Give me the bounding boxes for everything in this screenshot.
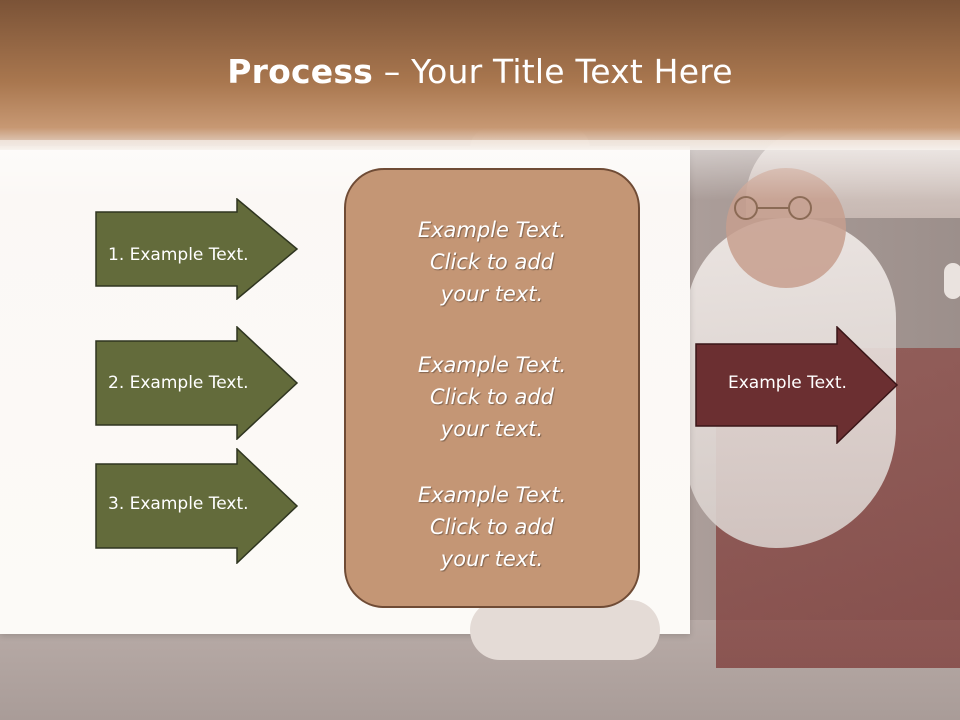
arrow-right-icon	[95, 448, 299, 564]
arrow-right-icon	[95, 326, 299, 440]
title-rest-part: – Your Title Text Here	[373, 52, 733, 91]
title-banner	[0, 0, 960, 150]
step-arrow-2[interactable]: 2. Example Text.	[95, 326, 299, 440]
text-line: your text.	[440, 547, 544, 571]
step-arrow-3[interactable]: 3. Example Text.	[95, 448, 299, 564]
result-arrow[interactable]: Example Text.	[695, 326, 899, 444]
text-line: Click to add	[429, 385, 554, 409]
santa-glove	[944, 263, 960, 299]
text-line: Example Text.	[417, 483, 567, 507]
hand-holding-card-bottom	[470, 600, 660, 660]
arrow-right-icon	[95, 198, 299, 300]
arrow-right-icon	[695, 326, 899, 444]
santa-background-image	[686, 128, 960, 668]
text-line: Click to add	[429, 515, 554, 539]
result-arrow-label: Example Text.	[728, 373, 847, 393]
step-arrow-1[interactable]: 1. Example Text.	[95, 198, 299, 300]
center-text-block-2[interactable]: Example Text. Click to add your text.	[346, 349, 638, 445]
step-arrow-label: 3. Example Text.	[108, 494, 249, 514]
slide-title[interactable]: Process – Your Title Text Here	[0, 52, 960, 91]
text-line: your text.	[440, 282, 544, 306]
step-arrow-label: 2. Example Text.	[108, 373, 249, 393]
center-text-box[interactable]: Example Text. Click to add your text. Ex…	[344, 168, 640, 608]
text-line: Click to add	[429, 250, 554, 274]
title-bold-part: Process	[227, 52, 374, 91]
text-line: Example Text.	[417, 218, 567, 242]
text-line: Example Text.	[417, 353, 567, 377]
center-text-block-3[interactable]: Example Text. Click to add your text.	[346, 479, 638, 575]
text-line: your text.	[440, 417, 544, 441]
step-arrow-label: 1. Example Text.	[108, 245, 249, 265]
center-text-block-1[interactable]: Example Text. Click to add your text.	[346, 214, 638, 310]
